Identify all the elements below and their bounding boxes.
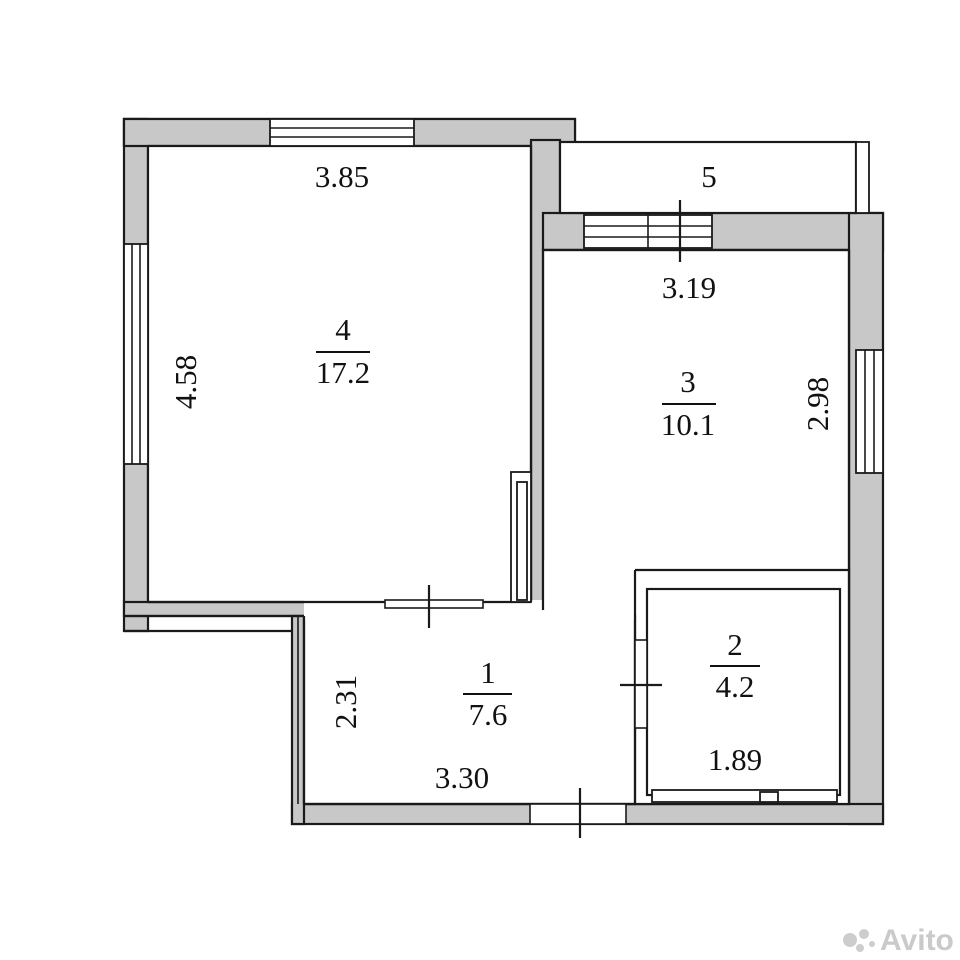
room-4-number: 4 (335, 312, 351, 347)
dim-room3-width: 3.19 (662, 270, 716, 305)
window-room3-top (583, 214, 713, 249)
dim-room4-height: 4.58 (168, 355, 203, 409)
windows (123, 118, 884, 804)
dim-room1-height: 2.31 (328, 675, 363, 729)
doors (384, 200, 682, 838)
dim-room2-width: 1.89 (708, 742, 762, 777)
room-2-area: 4.2 (716, 669, 755, 704)
bathroom-fixture (651, 789, 838, 803)
room-1-area: 7.6 (469, 697, 508, 732)
room-2-number: 2 (727, 627, 743, 662)
door-entrance (529, 788, 627, 838)
balcony-rail (855, 141, 870, 214)
room-labels: 4 17.2 3 10.1 1 7.6 2 4.2 5 (316, 159, 760, 732)
watermark: Avito (843, 924, 954, 957)
dimension-labels: 3.85 4.58 3.19 2.98 2.31 3.30 1.89 (168, 159, 835, 795)
room-5-number: 5 (701, 159, 717, 194)
wardrobe-room4 (510, 471, 532, 603)
room-1-number: 1 (480, 655, 496, 690)
room-4 (146, 144, 533, 604)
room-4-area: 17.2 (316, 355, 370, 390)
window-room4-left (123, 243, 149, 465)
door-room2 (620, 639, 662, 729)
dim-room4-width: 3.85 (315, 159, 369, 194)
window-room3-right (855, 349, 884, 474)
dim-room1-width: 3.30 (435, 760, 489, 795)
room-2 (645, 587, 842, 797)
hall-connector-2 (543, 560, 635, 620)
room-5-balcony (558, 140, 858, 215)
room-3-number: 3 (680, 364, 696, 399)
wall-right-3 (847, 211, 885, 826)
room-3-area: 10.1 (661, 407, 715, 442)
dim-room3-height: 2.98 (800, 377, 835, 431)
door-room4 (384, 585, 484, 628)
window-room4-top (269, 118, 415, 147)
avito-logo-icon (843, 929, 875, 952)
watermark-text: Avito (880, 924, 954, 957)
rooms (146, 140, 870, 806)
